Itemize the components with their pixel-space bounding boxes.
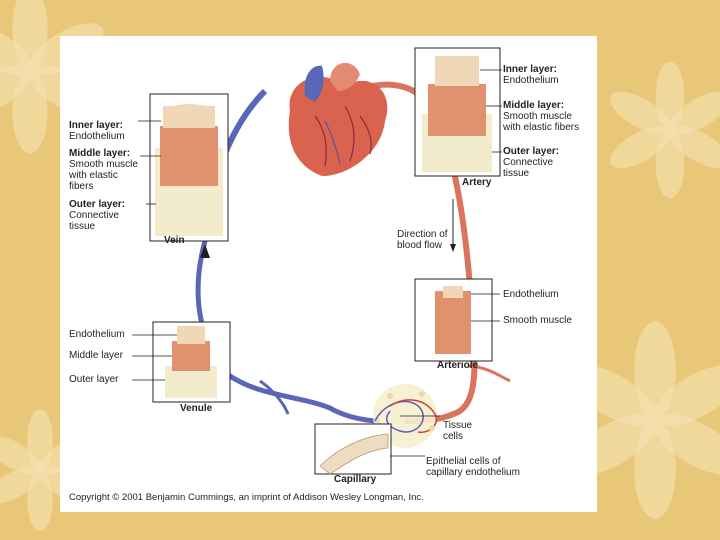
arteriole-title: Arteriole [437,360,479,371]
flow-arrow-head [450,244,456,252]
artery-path [317,81,478,424]
vein-path [195,240,381,424]
artery-title: Artery [462,177,492,188]
heart-illustration [288,62,388,176]
artery-middle-label: Middle layer:Smooth muscle with elastic … [503,100,580,133]
venule-branch [259,379,290,415]
venule-outer-layer [165,366,217,398]
capillary-tube [319,433,389,475]
artery-outer-label: Outer layer:Connective tissue [503,146,560,179]
vein-middle-label: Middle layer:Smooth muscle with elastic … [69,148,138,192]
artery-inner-label: Inner layer:Endothelium [503,64,559,86]
flow-direction-label: Direction of blood flow [397,229,448,251]
vein-flow-arrow [200,244,210,258]
venule-middle-label: Middle layer [69,350,123,361]
arteriole-endothelium-label: Endothelium [503,289,559,300]
capillary-title: Capillary [334,474,377,485]
copyright-notice: Copyright © 2001 Benjamin Cummings, an i… [69,492,424,503]
vein-title: Vein [164,235,185,246]
vein-inner-label: Inner layer:Endothelium [69,120,125,142]
epithelial-cells-label: Epithelial cells of capillary endotheliu… [426,456,520,478]
circulation-artwork [132,47,511,475]
venule-endothelium-label: Endothelium [69,329,125,340]
artery-inner-layer [435,56,479,86]
tissue-cells-label: Tissue cells [443,420,473,442]
venule-endothelium [177,326,205,344]
venule-title: Venule [180,403,213,414]
venule-outer-label: Outer layer [69,374,119,385]
arteriole-muscle [435,291,471,354]
arteriole-branch [467,364,511,383]
diagram-panel: Inner layer:Endothelium Middle layer:Smo… [60,36,597,512]
artery-middle-layer [428,84,486,136]
vein-middle-layer [160,126,218,186]
arteriole-endothelium [443,286,463,298]
arteriole-muscle-label: Smooth muscle [503,315,572,326]
venule-middle-layer [172,341,210,371]
vein-outer-label: Outer layer:Connective tissue [69,199,126,232]
